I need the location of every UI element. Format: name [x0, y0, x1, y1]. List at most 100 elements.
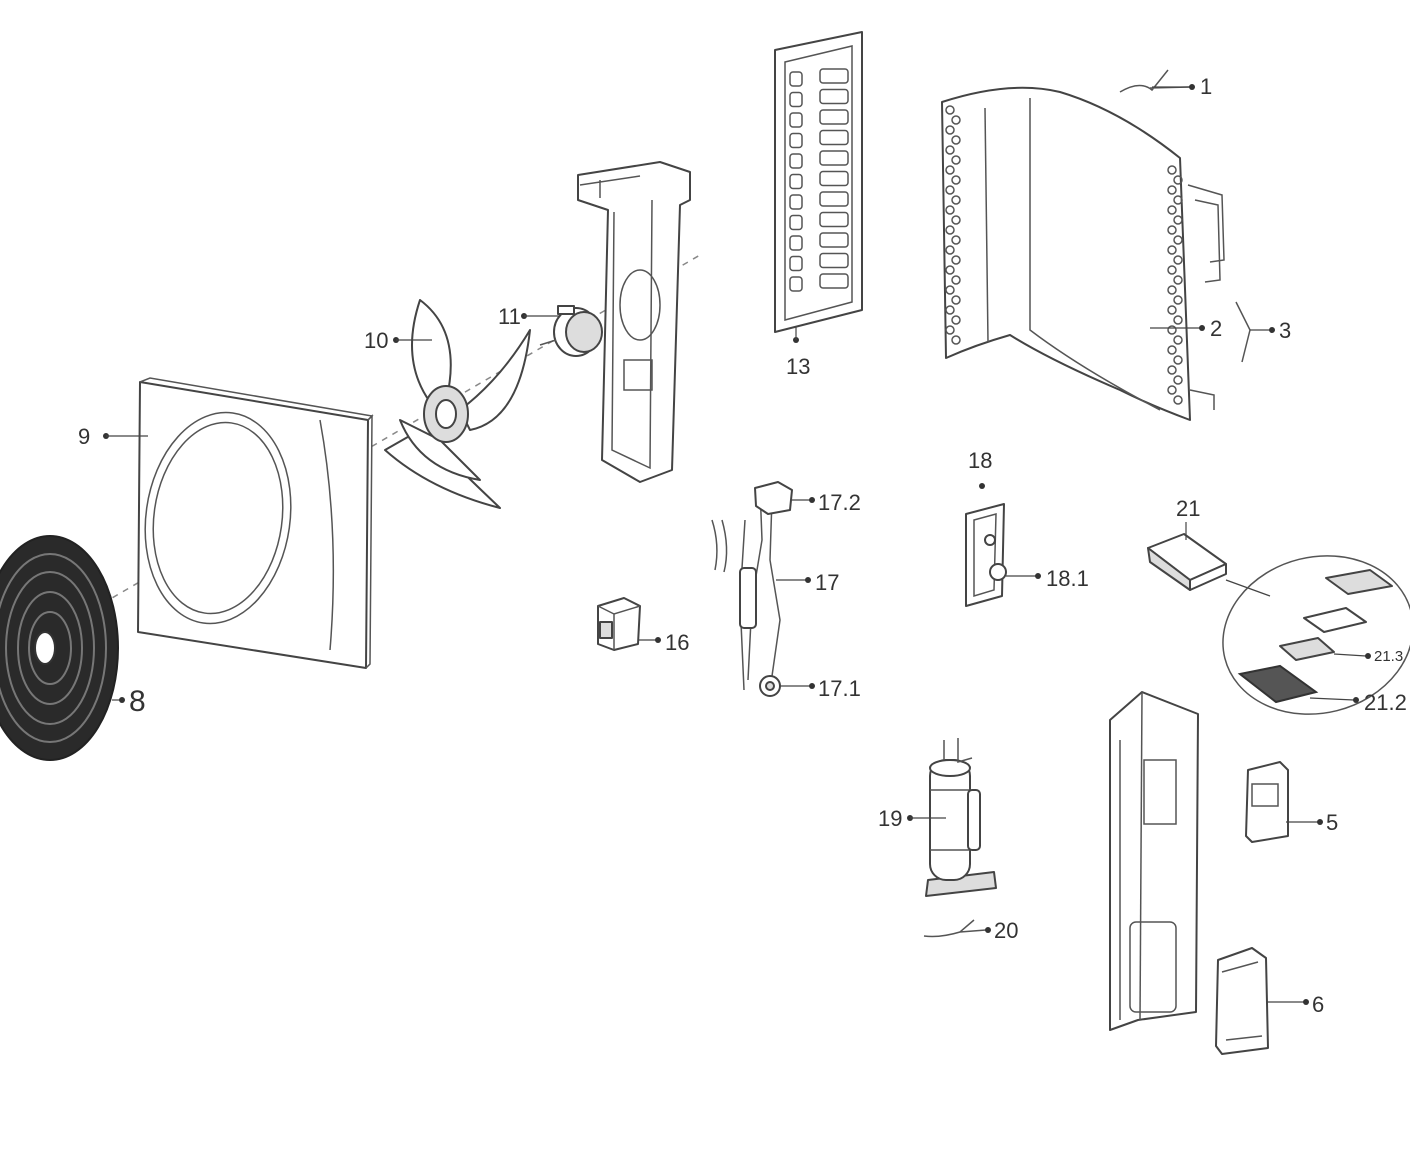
side-panel — [1109, 691, 1199, 1031]
grille-slot — [789, 194, 803, 210]
coil-tube-end — [951, 195, 961, 205]
coil-tube-end — [951, 215, 961, 225]
coil-tube-end — [1173, 355, 1183, 365]
part-3-clip — [1235, 301, 1251, 363]
grille-slot — [819, 129, 849, 146]
coil-tube-end — [951, 315, 961, 325]
part-18-control-bracket — [965, 483, 1007, 607]
coil-tube-end — [951, 335, 961, 345]
coil-tube-end — [1167, 205, 1177, 215]
coil-tube-end — [1167, 285, 1177, 295]
part-16-electrical-box — [597, 597, 641, 651]
coil-tube-end — [951, 255, 961, 265]
detail-ellipse-21 — [1222, 555, 1410, 715]
part-11-fan-motor — [539, 305, 603, 357]
coil-tube-end — [951, 235, 961, 245]
coil-tube-end — [1167, 185, 1177, 195]
callout-9: 9 — [78, 424, 90, 449]
callout-21: 21 — [1176, 496, 1200, 521]
coil-tube-end — [945, 145, 955, 155]
coil-tube-end — [1167, 325, 1177, 335]
callout-2: 2 — [1210, 316, 1222, 341]
grille-slot — [789, 153, 803, 169]
grille-slot — [789, 71, 803, 87]
grille-slot — [819, 68, 849, 84]
grille-slot — [789, 214, 803, 231]
callout-13: 13 — [786, 354, 810, 379]
coil-tube-end — [1167, 225, 1177, 235]
coil-tube-end — [1173, 235, 1183, 245]
grille-slot — [819, 88, 849, 105]
coil-tube-end — [945, 165, 955, 175]
part-5-valve-cover — [1245, 761, 1289, 843]
callout-17-1: 17.1 — [818, 676, 861, 701]
callout-1: 1 — [1200, 74, 1212, 99]
callout-3: 3 — [1279, 318, 1291, 343]
coil-tube-end — [951, 295, 961, 305]
coil-tube-end — [1167, 345, 1177, 355]
coil-tube-end — [1173, 275, 1183, 285]
callout-21-3: 21.3 — [1374, 648, 1403, 665]
grille-slot — [789, 91, 803, 108]
coil-tube-end — [951, 115, 961, 125]
callout-8: 8 — [129, 685, 146, 718]
callout-16: 16 — [665, 630, 689, 655]
coil-tube-end — [1167, 165, 1177, 175]
callout-18: 18 — [968, 448, 992, 473]
coil-tube-end — [951, 135, 961, 145]
callout-18-1: 18.1 — [1046, 566, 1089, 591]
part-21-controller — [1147, 533, 1227, 591]
coil-tube-end — [951, 275, 961, 285]
motor-bracket — [577, 161, 691, 483]
coil-tube-end — [945, 105, 955, 115]
grille-slot — [819, 150, 849, 166]
grille-slot — [819, 109, 849, 125]
coil-tube-end — [1167, 365, 1177, 375]
grille-slot — [819, 211, 849, 228]
coil-tube-end — [945, 285, 955, 295]
grille-slot — [819, 232, 849, 248]
part-9-front-panel — [137, 377, 374, 669]
part-17-pipe-assembly — [711, 481, 793, 697]
coil-tube-end — [1173, 335, 1183, 345]
part-1-sensor-wire — [1119, 69, 1191, 93]
coil-tube-end — [1167, 265, 1177, 275]
part-8-fan-guard — [0, 535, 119, 761]
coil-tube-end — [945, 325, 955, 335]
coil-tube-end — [945, 245, 955, 255]
coil-tube-end — [1167, 305, 1177, 315]
coil-tube-end — [1173, 395, 1183, 405]
part-20-wire — [923, 919, 987, 938]
grille-slot — [789, 276, 803, 292]
coil-tube-end — [1173, 175, 1183, 185]
coil-tube-end — [1173, 295, 1183, 305]
grille-slot — [789, 112, 803, 128]
part-19-compressor — [925, 738, 997, 897]
coil-tube-end — [1173, 315, 1183, 325]
grille-slot — [789, 235, 803, 251]
callout-5: 5 — [1326, 810, 1338, 835]
part-10-fan-blade — [384, 299, 531, 509]
grille-slot — [819, 170, 849, 187]
grille-slot — [819, 252, 849, 269]
coil-tube-end — [945, 225, 955, 235]
grille-slot — [819, 273, 849, 289]
coil-tube-end — [945, 185, 955, 195]
coil-tube-end — [1173, 255, 1183, 265]
callout-21-2: 21.2 — [1364, 690, 1407, 715]
coil-tube-end — [945, 305, 955, 315]
coil-tube-end — [1173, 375, 1183, 385]
callout-20: 20 — [994, 918, 1018, 943]
callout-6: 6 — [1312, 992, 1324, 1017]
coil-tube-end — [1173, 195, 1183, 205]
coil-tube-end — [1173, 215, 1183, 225]
coil-tube-end — [951, 155, 961, 165]
callout-11: 11 — [498, 304, 521, 329]
coil-tube-end — [951, 175, 961, 185]
part-2-condenser-coil — [941, 86, 1225, 421]
coil-tube-end — [1167, 245, 1177, 255]
grille-slot — [789, 173, 803, 190]
callout-19: 19 — [878, 806, 902, 831]
coil-tube-end — [945, 205, 955, 215]
